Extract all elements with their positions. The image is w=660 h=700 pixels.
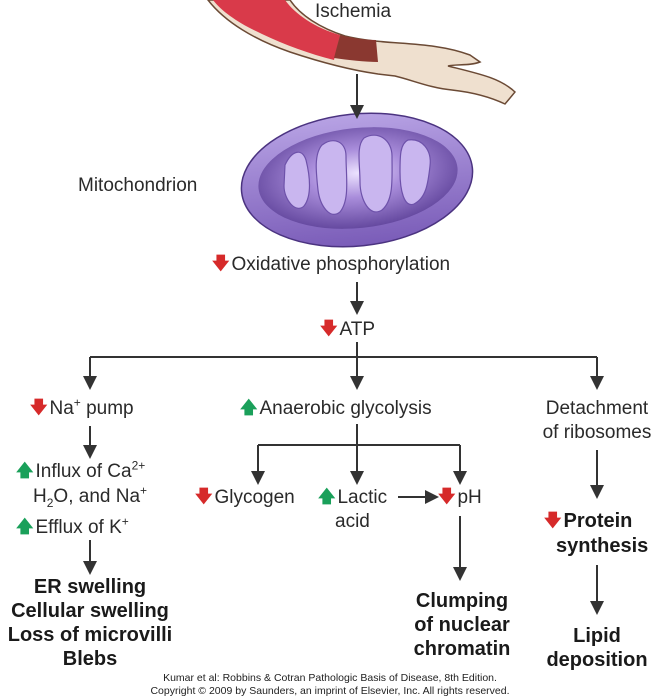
glycolysis-text: Anaerobic glycolysis [259, 398, 432, 419]
efflux-text: Efflux of K [35, 517, 122, 538]
pump-text: pump [86, 398, 134, 419]
oxidative-phosphorylation-text: Oxidative phosphorylation [231, 254, 451, 275]
decrease-arrow-icon: 🡇 [544, 511, 562, 530]
detachment-label: Detachment [545, 398, 649, 419]
h-text: H [33, 486, 47, 507]
increase-arrow-icon: 🡅 [318, 487, 336, 506]
ischemia-label: Ischemia [315, 1, 392, 22]
two-subscript: 2 [46, 495, 54, 510]
decrease-arrow-icon: 🡇 [438, 487, 456, 506]
credit-line-2: Copyright © 2009 by Saunders, an imprint… [150, 685, 510, 697]
plus-superscript: + [140, 483, 148, 498]
influx-line-2: H2O, and Na+ [33, 485, 147, 509]
decrease-arrow-icon: 🡇 [320, 319, 338, 338]
increase-arrow-icon: 🡅 [16, 517, 34, 536]
ph-label: 🡇pH [438, 486, 482, 510]
deposition-label: deposition [546, 649, 648, 671]
left-outcome-3: Loss of microvilli [7, 624, 173, 646]
ph-text: pH [457, 487, 482, 508]
lactic-text: Lactic [337, 487, 388, 508]
glycogen-text: Glycogen [214, 487, 295, 508]
connector-lines [83, 74, 604, 615]
efflux-label: 🡅Efflux of K+ [16, 516, 129, 540]
middle-outcome-3: chromatin [413, 638, 511, 660]
lipid-label: Lipid [573, 625, 621, 647]
protein-text: Protein [563, 510, 633, 532]
influx-text: Influx of Ca [35, 461, 132, 482]
glycogen-label: 🡇Glycogen [195, 486, 295, 510]
plus-superscript: + [121, 514, 129, 529]
mitochondrion-illustration [240, 112, 474, 248]
middle-outcome-2: of nuclear [414, 614, 510, 636]
left-outcome-4: Blebs [62, 648, 118, 670]
atp-label: 🡇ATP [320, 318, 375, 342]
influx-label: 🡅Influx of Ca2+ [16, 460, 145, 484]
left-outcome-2: Cellular swelling [11, 600, 169, 622]
protein-label: 🡇Protein [544, 510, 632, 533]
increase-arrow-icon: 🡅 [16, 461, 34, 480]
atp-text: ATP [339, 319, 376, 340]
decrease-arrow-icon: 🡇 [212, 254, 230, 273]
decrease-arrow-icon: 🡇 [195, 487, 213, 506]
lactic-acid-label: 🡅Lactic [318, 486, 387, 510]
two-plus-superscript: 2+ [131, 458, 146, 473]
plus-superscript: + [73, 395, 81, 410]
blood-vessel-illustration [207, 0, 517, 105]
water-na-text: O, and Na [53, 486, 141, 507]
decrease-arrow-icon: 🡇 [30, 398, 48, 417]
credit-line-1: Kumar et al: Robbins & Cotran Pathologic… [163, 672, 497, 684]
acid-text: acid [335, 511, 370, 532]
left-outcome-1: ER swelling [33, 576, 147, 598]
synthesis-label: synthesis [556, 535, 649, 557]
increase-arrow-icon: 🡅 [240, 398, 258, 417]
middle-outcome-1: Clumping [415, 590, 509, 612]
na-text: Na [49, 398, 74, 419]
mitochondrion-label: Mitochondrion [78, 175, 198, 196]
anaerobic-glycolysis-label: 🡅Anaerobic glycolysis [240, 397, 432, 421]
ribosomes-label: of ribosomes [542, 422, 652, 443]
oxidative-phosphorylation-label: 🡇Oxidative phosphorylation [212, 253, 450, 277]
na-pump-label: 🡇Na+ pump [30, 397, 134, 421]
